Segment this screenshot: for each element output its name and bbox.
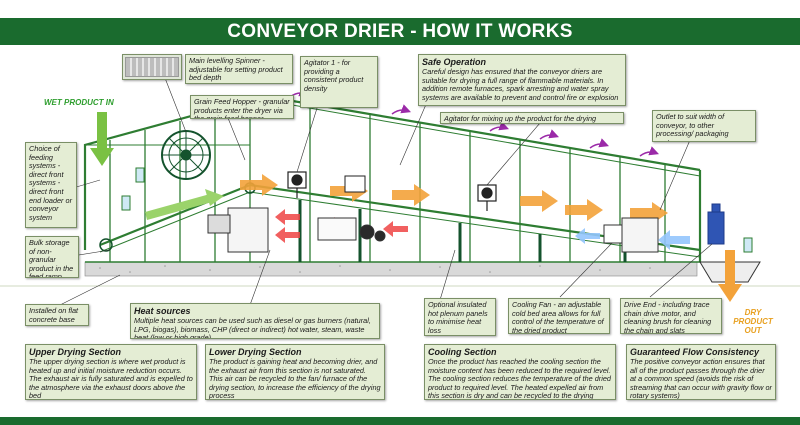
outlet-callout: Outlet to suit width of conveyor, to oth… [652,110,756,142]
lower-drying-section-callout: Lower Drying Section The product is gain… [205,344,385,400]
cooling-section-callout: Cooling Section Once the product has rea… [424,344,616,400]
wet-product-in-label: WET PRODUCT IN [44,98,114,107]
heat-sources-title: Heat sources [134,306,191,316]
drive-end-text: Drive End - including trace chain drive … [624,300,712,334]
bottom-band [0,417,800,425]
wet-product-in-arrow [90,112,114,166]
agitator-mix-callout: Agitator for mixing up the product for t… [440,112,624,124]
agitator1-callout: Agitator 1 - for providing a consistent … [300,56,378,108]
agitator-1 [287,171,307,198]
cooling-section-text: Once the product has reached the cooling… [428,357,611,400]
spinner-photo [125,57,179,77]
heat-sources-text: Multiple heat sources can be used such a… [134,316,371,339]
heat-sources-callout: Heat sources Multiple heat sources can b… [130,303,380,339]
agitator-mix-text: Agitator for mixing up the product for t… [444,114,597,123]
spinner-callout [122,54,182,80]
concrete-base [84,261,698,277]
flow-consistency-title: Guaranteed Flow Consistency [630,347,760,357]
cooling-section-title: Cooling Section [428,347,497,357]
control-panel [344,175,366,193]
safe-operation-title: Safe Operation [422,57,487,67]
cooling-fan-unit [603,217,659,253]
spinner-description: Main levelling Spinner - adjustable for … [185,54,293,84]
agitator-2 [477,184,497,211]
base-speckle [99,265,651,273]
upper-drying-title: Upper Drying Section [29,347,122,357]
spinner-text: Main levelling Spinner - adjustable for … [189,56,283,83]
insulated-panels-callout: Optional insulated hot plenum panels to … [424,298,496,336]
dry-product-out-arrow [718,250,742,302]
page-title: CONVEYOR DRIER - HOW IT WORKS [0,18,800,45]
dry-product-out-label: DRY PRODUCT OUT [733,308,773,335]
drive-motor [707,203,725,245]
flow-consistency-text: The positive conveyor action ensures tha… [630,357,772,400]
cooling-fan-callout: Cooling Fan - an adjustable cold bed are… [508,298,610,334]
grain-hopper-text: Grain Feed Hopper - granular products en… [194,97,290,119]
levelling-spinner [161,130,211,180]
furnace-unit [207,207,386,253]
feeding-systems-text: Choice of feeding systems - direct front… [29,144,73,222]
bulk-storage-callout: Bulk storage of non-granular product in … [25,236,79,278]
lower-drying-title: Lower Drying Section [209,347,302,357]
upper-drying-section-callout: Upper Drying Section The upper drying se… [25,344,197,400]
upper-drying-text: The upper drying section is where wet pr… [29,357,193,400]
access-windows [121,167,753,253]
concrete-base-callout: Installed on flat concrete base [25,304,89,326]
insulated-panels-text: Optional insulated hot plenum panels to … [428,300,488,335]
support-legs [298,200,627,262]
grain-hopper-callout: Grain Feed Hopper - granular products en… [190,95,294,119]
feed-ramp-arrow [145,194,212,220]
feeding-systems-callout: Choice of feeding systems - direct front… [25,142,77,228]
agitator1-text: Agitator 1 - for providing a consistent … [304,58,364,93]
concrete-base-text: Installed on flat concrete base [29,306,79,324]
outlet-text: Outlet to suit width of conveyor, to oth… [656,112,729,141]
safe-operation-callout: Safe Operation Careful design has ensure… [418,54,626,106]
bulk-storage-text: Bulk storage of non-granular product in … [29,238,74,278]
safe-operation-text: Careful design has ensured that the conv… [422,67,619,102]
lower-drying-text: The product is gaining heat and becoming… [209,357,381,400]
cooling-arrows [575,228,690,250]
cooling-fan-text: Cooling Fan - an adjustable cold bed are… [512,300,604,334]
flow-consistency-callout: Guaranteed Flow Consistency The positive… [626,344,776,400]
drive-end-callout: Drive End - including trace chain drive … [620,298,722,334]
